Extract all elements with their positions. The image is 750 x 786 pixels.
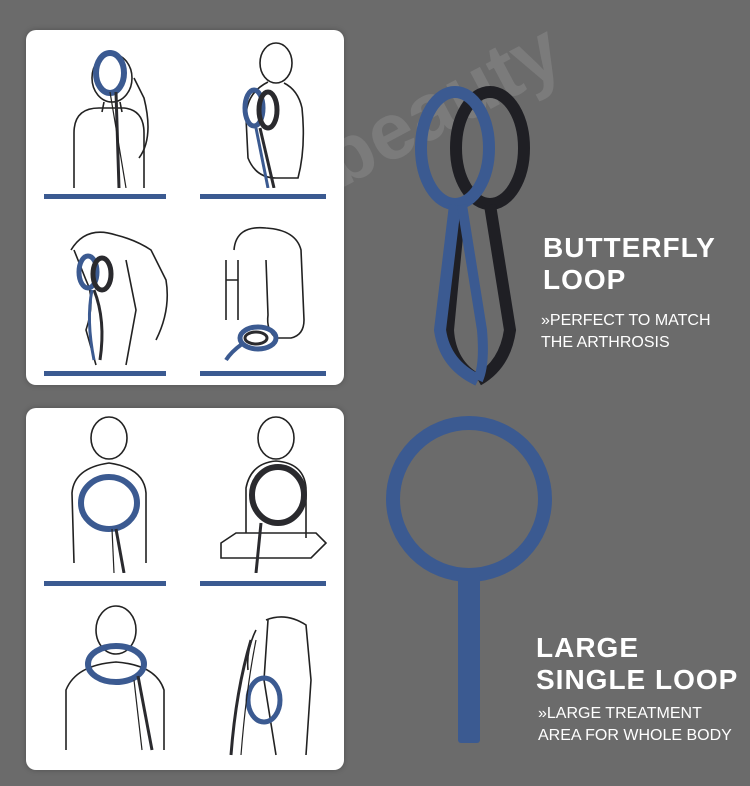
butterfly-usage-panel xyxy=(26,30,344,385)
divider-bar xyxy=(44,194,166,199)
figure-chest-loop-icon xyxy=(44,413,174,573)
butterfly-title-line2: LOOP xyxy=(543,264,627,296)
figure-neck-loop-icon xyxy=(56,600,186,760)
figure-ear-loop-icon xyxy=(44,38,174,188)
single-loop-title: LARGE SINGLE LOOP xyxy=(536,632,738,696)
single-loop-title-line2: SINGLE LOOP xyxy=(536,664,739,696)
divider-bar xyxy=(200,371,326,376)
figure-knee-loop-icon xyxy=(56,220,186,370)
single-loop-description: »LARGE TREATMENT AREA FOR WHOLE BODY xyxy=(538,705,732,744)
butterfly-description: »PERFECT TO MATCH THE ARTHROSIS xyxy=(541,312,711,351)
figure-foot-loop-icon xyxy=(206,220,336,370)
divider-bar xyxy=(44,371,166,376)
single-loop-title-line1: LARGE xyxy=(536,632,639,663)
figure-shoulder-loop-icon xyxy=(206,38,336,188)
figure-back-loop-icon xyxy=(206,413,336,573)
divider-bar xyxy=(44,581,166,586)
divider-bar xyxy=(200,581,326,586)
single-loop-icon xyxy=(386,416,552,743)
figure-leg-loop-icon xyxy=(206,600,336,760)
butterfly-title: BUTTERFLY LOOP xyxy=(543,232,716,296)
divider-bar xyxy=(200,194,326,199)
single-loop-usage-panel xyxy=(26,408,344,770)
butterfly-loop-icon xyxy=(415,86,530,386)
butterfly-title-line1: BUTTERFLY xyxy=(543,232,716,263)
